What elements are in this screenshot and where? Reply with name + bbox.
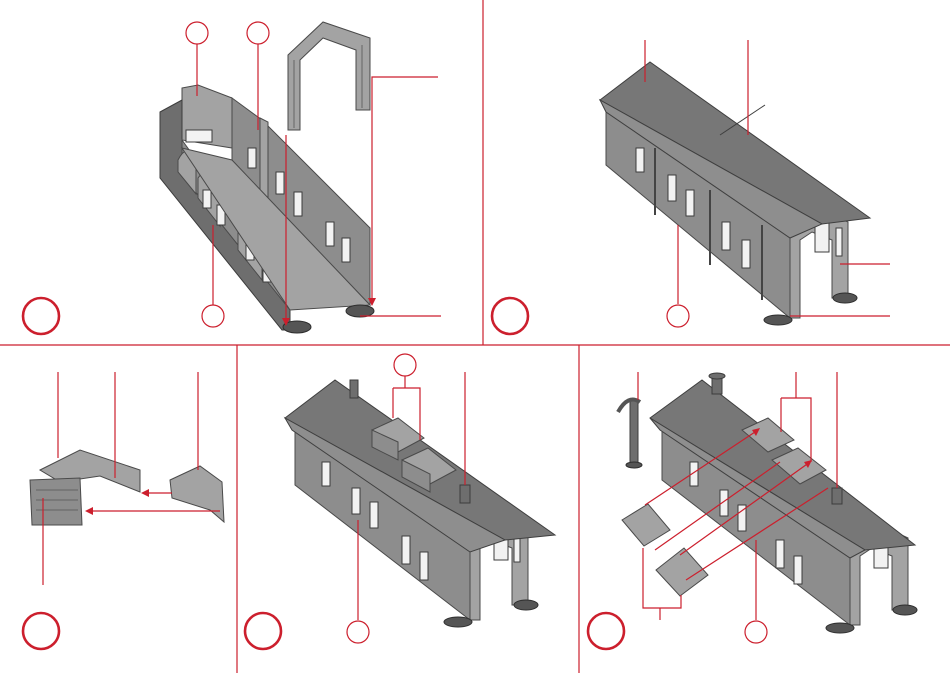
panel-1 xyxy=(23,22,441,334)
shed-with-roof xyxy=(600,62,870,325)
roof-panel-parts xyxy=(622,504,708,596)
panel-3 xyxy=(23,372,224,649)
part-bracket-right xyxy=(170,466,224,522)
part-bracket-left xyxy=(30,450,140,525)
callout-circle xyxy=(347,621,369,643)
front-gable-part xyxy=(288,22,370,130)
step-number-circle xyxy=(23,298,59,334)
callout-circle xyxy=(667,305,689,327)
callout-circle xyxy=(394,354,416,376)
callout-circle xyxy=(247,22,269,44)
panel-5 xyxy=(588,372,917,649)
water-crane xyxy=(618,400,642,468)
callout-circle xyxy=(745,621,767,643)
callout-circle xyxy=(202,305,224,327)
panel-2 xyxy=(492,40,890,334)
panel-4 xyxy=(245,354,555,649)
callout-circle xyxy=(186,22,208,44)
step-number-circle xyxy=(588,613,624,649)
step-number-circle xyxy=(492,298,528,334)
shed-walls-assembly xyxy=(160,85,374,333)
shed-final xyxy=(650,373,917,633)
step-number-circle xyxy=(245,613,281,649)
step-number-circle xyxy=(23,613,59,649)
